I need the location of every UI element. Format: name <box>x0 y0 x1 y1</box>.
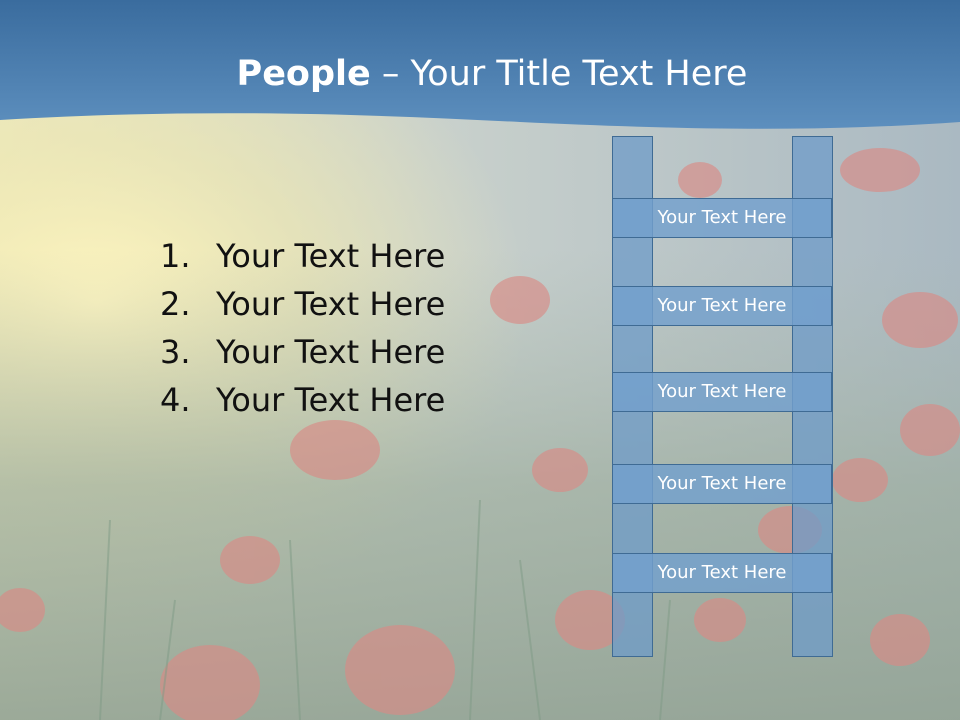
numbered-list: 1. Your Text Here 2. Your Text Here 3. Your… <box>160 232 445 424</box>
list-item: 1. Your Text Here <box>160 232 445 280</box>
list-item: 2. Your Text Here <box>160 280 445 328</box>
slide-title: People – Your Title Text Here <box>0 52 960 96</box>
list-text: Your Text Here <box>216 333 446 371</box>
title-bold: People <box>236 54 371 94</box>
list-number: 1. <box>160 237 191 275</box>
list-text: Your Text Here <box>216 237 446 275</box>
ladder-diagram: Your Text Here Your Text Here Your Text … <box>612 136 833 657</box>
ladder-rung-4: Your Text Here <box>612 464 832 504</box>
list-number: 4. <box>160 381 191 419</box>
ladder-rung-5: Your Text Here <box>612 553 832 593</box>
title-rest: – Your Title Text Here <box>370 54 748 94</box>
ladder-rung-1: Your Text Here <box>612 198 832 238</box>
list-item: 3. Your Text Here <box>160 328 445 376</box>
list-number: 3. <box>160 333 191 371</box>
list-number: 2. <box>160 285 191 323</box>
ladder-rung-2: Your Text Here <box>612 286 832 326</box>
ladder-rung-3: Your Text Here <box>612 372 832 412</box>
list-text: Your Text Here <box>216 285 446 323</box>
list-item: 4. Your Text Here <box>160 376 445 424</box>
list-text: Your Text Here <box>216 381 446 419</box>
